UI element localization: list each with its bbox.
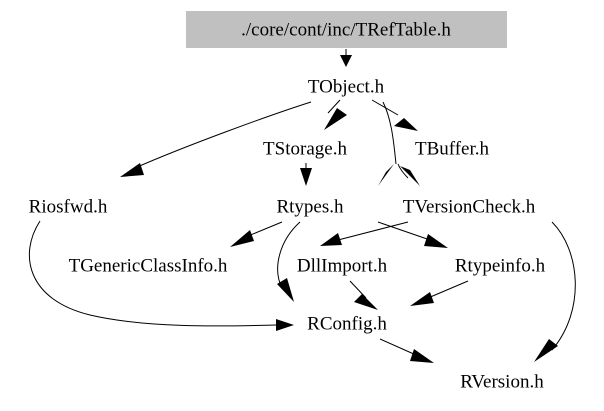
node-tversioncheck[interactable]: TVersionCheck.h <box>403 196 536 217</box>
edge-riosfwd-to-rconfig <box>28 220 294 331</box>
node-tgenericclassinfo[interactable]: TGenericClassInfo.h <box>69 255 228 276</box>
edge-tstorage-to-rtypes <box>300 163 312 186</box>
node-tversioncheck-label: TVersionCheck.h <box>403 196 536 217</box>
edge-layer <box>28 49 576 363</box>
node-rtypeinfo-label: Rtypeinfo.h <box>455 255 546 276</box>
node-rconfig-label: RConfig.h <box>307 313 387 334</box>
edge-tobject-to-tbuffer <box>371 99 418 131</box>
node-tobject[interactable]: TObject.h <box>308 76 385 97</box>
edge-dllimport-to-rconfig <box>349 280 378 310</box>
edge-rtypes-to-rtypeinfo <box>377 221 448 248</box>
edge-rtypes-to-tgenericclassinfo <box>230 221 283 247</box>
node-rtypes-label: Rtypes.h <box>276 196 344 217</box>
node-tgenericclassinfo-label: TGenericClassInfo.h <box>69 255 228 276</box>
node-trefTable[interactable]: ./core/cont/inc/TRefTable.h <box>186 11 507 48</box>
node-riosfwd[interactable]: Riosfwd.h <box>29 196 108 217</box>
node-rversion-label: RVersion.h <box>460 371 544 392</box>
node-trefTable-box <box>186 11 507 48</box>
edge-tbuffer-to-tversioncheck <box>397 163 420 186</box>
node-rtypeinfo[interactable]: Rtypeinfo.h <box>455 255 546 276</box>
node-tstorage[interactable]: TStorage.h <box>263 138 347 159</box>
node-tbuffer-label: TBuffer.h <box>415 138 490 159</box>
edge-rconfig-to-rversion <box>379 338 434 363</box>
node-rtypes[interactable]: Rtypes.h <box>276 196 344 217</box>
node-tbuffer[interactable]: TBuffer.h <box>415 138 490 159</box>
edge-rtypes-to-rconfig <box>277 221 301 302</box>
node-rversion[interactable]: RVersion.h <box>460 371 544 392</box>
edge-tobject-to-rtypes <box>378 101 397 186</box>
node-rconfig[interactable]: RConfig.h <box>307 313 387 334</box>
edge-tversioncheck-to-rversion <box>534 221 576 362</box>
edge-tobject-to-riosfwd <box>120 101 312 177</box>
node-trefTable-label: ./core/cont/inc/TRefTable.h <box>241 19 451 40</box>
node-riosfwd-label: Riosfwd.h <box>29 196 108 217</box>
node-layer: ./core/cont/inc/TRefTable.h TObject.h TS… <box>29 11 546 392</box>
node-tstorage-label: TStorage.h <box>263 138 347 159</box>
edge-tobject-to-tstorage <box>324 99 347 130</box>
edge-trefTable-to-tobject <box>340 49 352 67</box>
edge-rtypeinfo-to-rconfig <box>410 280 469 306</box>
node-dllimport-label: DllImport.h <box>297 255 388 276</box>
node-dllimport[interactable]: DllImport.h <box>297 255 388 276</box>
node-tobject-label: TObject.h <box>308 76 385 97</box>
edge-tversioncheck-to-rtypes <box>320 221 409 246</box>
